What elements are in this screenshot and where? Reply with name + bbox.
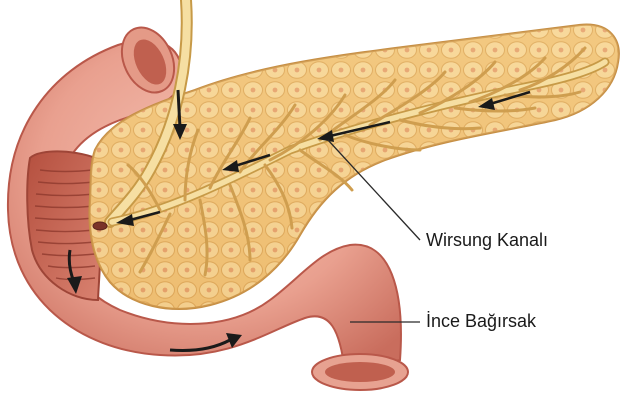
ampulla: [93, 222, 107, 230]
intestine-label: İnce Bağırsak: [426, 311, 536, 332]
duct-label: Wirsung Kanalı: [426, 230, 548, 251]
